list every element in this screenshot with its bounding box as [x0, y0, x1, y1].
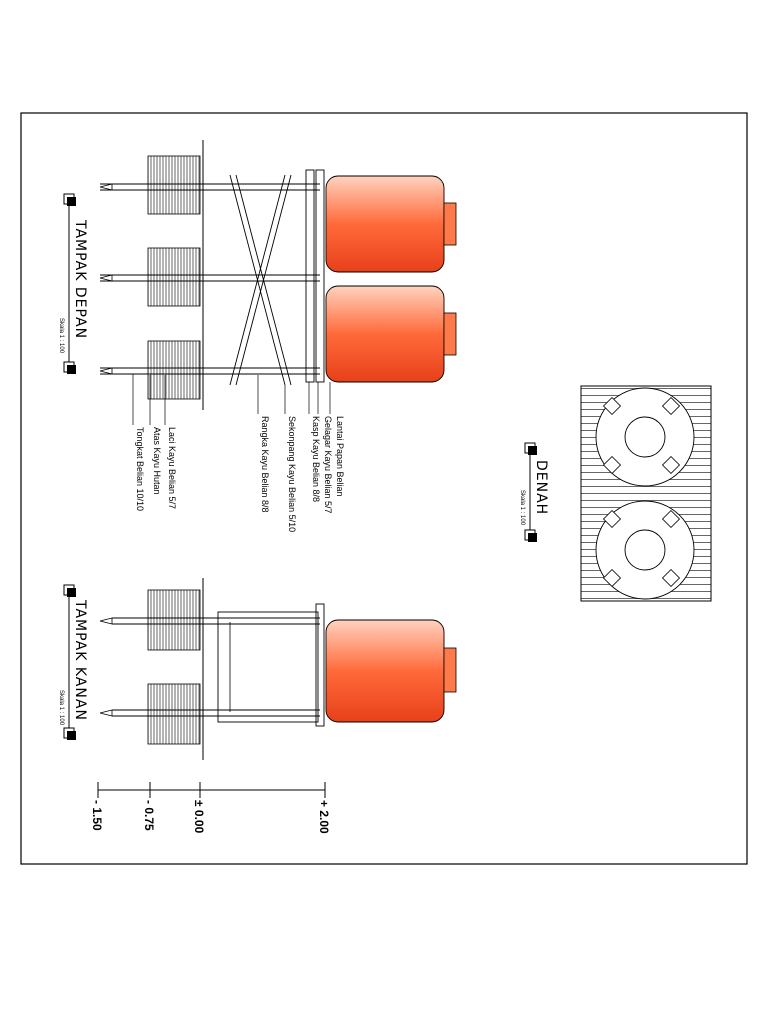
front-footing-2 — [147, 247, 201, 307]
right-tank — [325, 619, 457, 723]
right-elevation — [99, 578, 457, 760]
label-kasp: Kasp Kayu Belian 8/8 — [311, 416, 321, 502]
label-gelagar: Gelagar Kayu Belian 5/7 — [323, 416, 333, 514]
elev-zero: ± 0.00 — [192, 800, 206, 834]
front-footing-1 — [147, 155, 201, 215]
front-title: TAMPAK DEPAN — [72, 219, 88, 339]
right-title: TAMPAK KANAN — [72, 599, 88, 721]
callout-leaders — [132, 374, 331, 425]
front-elevation — [99, 140, 457, 410]
plan-title: DENAH — [533, 460, 549, 515]
plan-scale: Skala 1 : 100 — [519, 490, 525, 526]
elev-plus-2: + 2.00 — [317, 800, 331, 834]
plan-view — [580, 385, 712, 602]
elev-minus-150: - 1.50 — [90, 800, 104, 831]
label-rangka: Rangka Kayu Belian 8/8 — [260, 416, 270, 513]
plan-tank-1 — [595, 387, 695, 487]
front-tank-2 — [325, 285, 457, 383]
front-scale: Skala 1 : 100 — [58, 318, 64, 354]
label-tongkat: Tongkat Belian 10/10 — [135, 427, 145, 511]
front-tank-1 — [325, 175, 457, 273]
right-scale: Skala 1 : 100 — [58, 690, 64, 726]
right-title-block: TAMPAK KANAN Skala 1 : 100 — [58, 584, 88, 740]
front-footing-3 — [147, 340, 201, 400]
right-footing-2 — [147, 683, 201, 745]
plan-title-block: DENAH Skala 1 : 100 — [519, 442, 549, 542]
elevation-scale: + 2.00 ± 0.00 - 0.75 - 1.50 — [90, 782, 331, 834]
sheet-border — [20, 112, 748, 865]
right-footing-1 — [147, 589, 201, 651]
label-lantai: Lantai Papan Belian — [335, 416, 345, 497]
label-sekonpang: Sekonpang Kayu Belian 5/10 — [287, 416, 297, 532]
plan-tank-2 — [595, 500, 695, 600]
front-title-block: TAMPAK DEPAN Skala 1 : 100 — [58, 193, 88, 374]
label-atas: Atas Kayu Hutan — [152, 427, 162, 495]
label-laci: Laci Kayu Belian 5/7 — [167, 427, 177, 509]
elev-minus-075: - 0.75 — [142, 800, 156, 831]
